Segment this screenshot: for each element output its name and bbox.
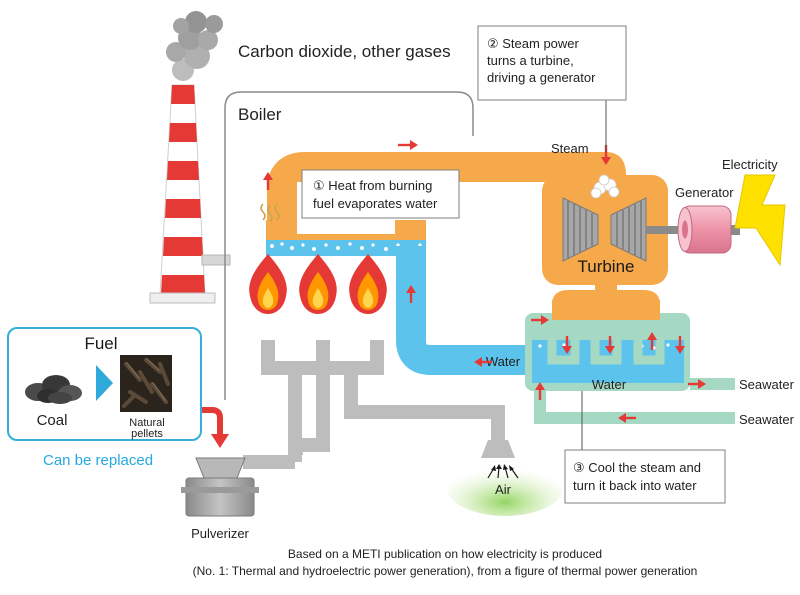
fuel-panel: Fuel Coal Natural pellets	[7, 327, 202, 441]
steam-label: Steam	[551, 141, 589, 156]
air-label: Air	[495, 482, 512, 497]
electricity-bolt-icon	[734, 174, 786, 267]
pulverizer-icon	[181, 457, 259, 517]
turbine-label: Turbine	[577, 257, 634, 276]
steam-pipe	[267, 152, 608, 248]
svg-text:turns a turbine,: turns a turbine,	[487, 53, 574, 68]
svg-text:fuel evaporates water: fuel evaporates water	[313, 196, 438, 211]
svg-text:② Steam power: ② Steam power	[487, 36, 580, 51]
coal-icon	[25, 375, 82, 404]
svg-text:① Heat from burning: ① Heat from burning	[313, 178, 432, 193]
boiler-housing	[224, 91, 474, 400]
chimney	[149, 84, 216, 304]
generator-label: Generator	[675, 185, 734, 200]
boiler-water	[266, 240, 426, 256]
fuel-label: Fuel	[84, 334, 117, 353]
air-glow	[447, 460, 563, 516]
source-caption-line1: Based on a METI publication on how elect…	[288, 547, 602, 561]
boiler-label: Boiler	[238, 105, 282, 124]
smoke-cloud	[166, 11, 223, 81]
turbine-rotor	[562, 197, 684, 262]
steam-bubbles	[270, 242, 422, 251]
callout-step1: ① Heat from burning fuel evaporates wate…	[301, 169, 460, 219]
callout-step3: ③ Cool the steam and turn it back into w…	[564, 449, 726, 504]
flue-duct	[201, 254, 231, 266]
heat-waves-icon	[260, 203, 280, 223]
svg-text:turn it back into water: turn it back into water	[573, 478, 697, 493]
burner-flames-icon	[249, 254, 387, 314]
replaceable-label: Can be replaced	[43, 452, 153, 469]
source-caption-line2: (No. 1: Thermal and hydroelectric power …	[193, 564, 698, 578]
svg-text:③ Cool the steam and: ③ Cool the steam and	[573, 460, 701, 475]
water-pipe	[396, 246, 525, 375]
electricity-label: Electricity	[722, 157, 778, 172]
generator-icon	[677, 205, 740, 254]
turbine-housing	[542, 175, 668, 320]
seawater-out-label: Seawater	[739, 377, 795, 392]
air-intake-nozzle	[481, 440, 515, 458]
turbine-shaft	[646, 226, 684, 234]
air-arrows-icon	[487, 464, 519, 479]
pellets-label-line2: pellets	[131, 428, 163, 440]
pellets-image	[120, 355, 172, 412]
coal-label: Coal	[37, 412, 68, 429]
callout-step2: ② Steam power turns a turbine, driving a…	[477, 25, 627, 101]
steam-puff-icon	[590, 174, 620, 199]
callout-leaders	[581, 100, 607, 450]
water-pipe-label: Water	[486, 354, 521, 369]
replace-arrow-icon	[96, 365, 113, 401]
fuel-pipes	[261, 340, 505, 462]
pellets-label-line1: Natural	[129, 417, 164, 429]
condenser-water-label: Water	[592, 377, 627, 392]
emissions-label: Carbon dioxide, other gases	[238, 42, 451, 61]
feed-arrow-icon	[202, 407, 229, 448]
seawater-in-label: Seawater	[739, 412, 795, 427]
pulverizer-label: Pulverizer	[191, 526, 249, 541]
svg-text:driving a generator: driving a generator	[487, 70, 596, 85]
